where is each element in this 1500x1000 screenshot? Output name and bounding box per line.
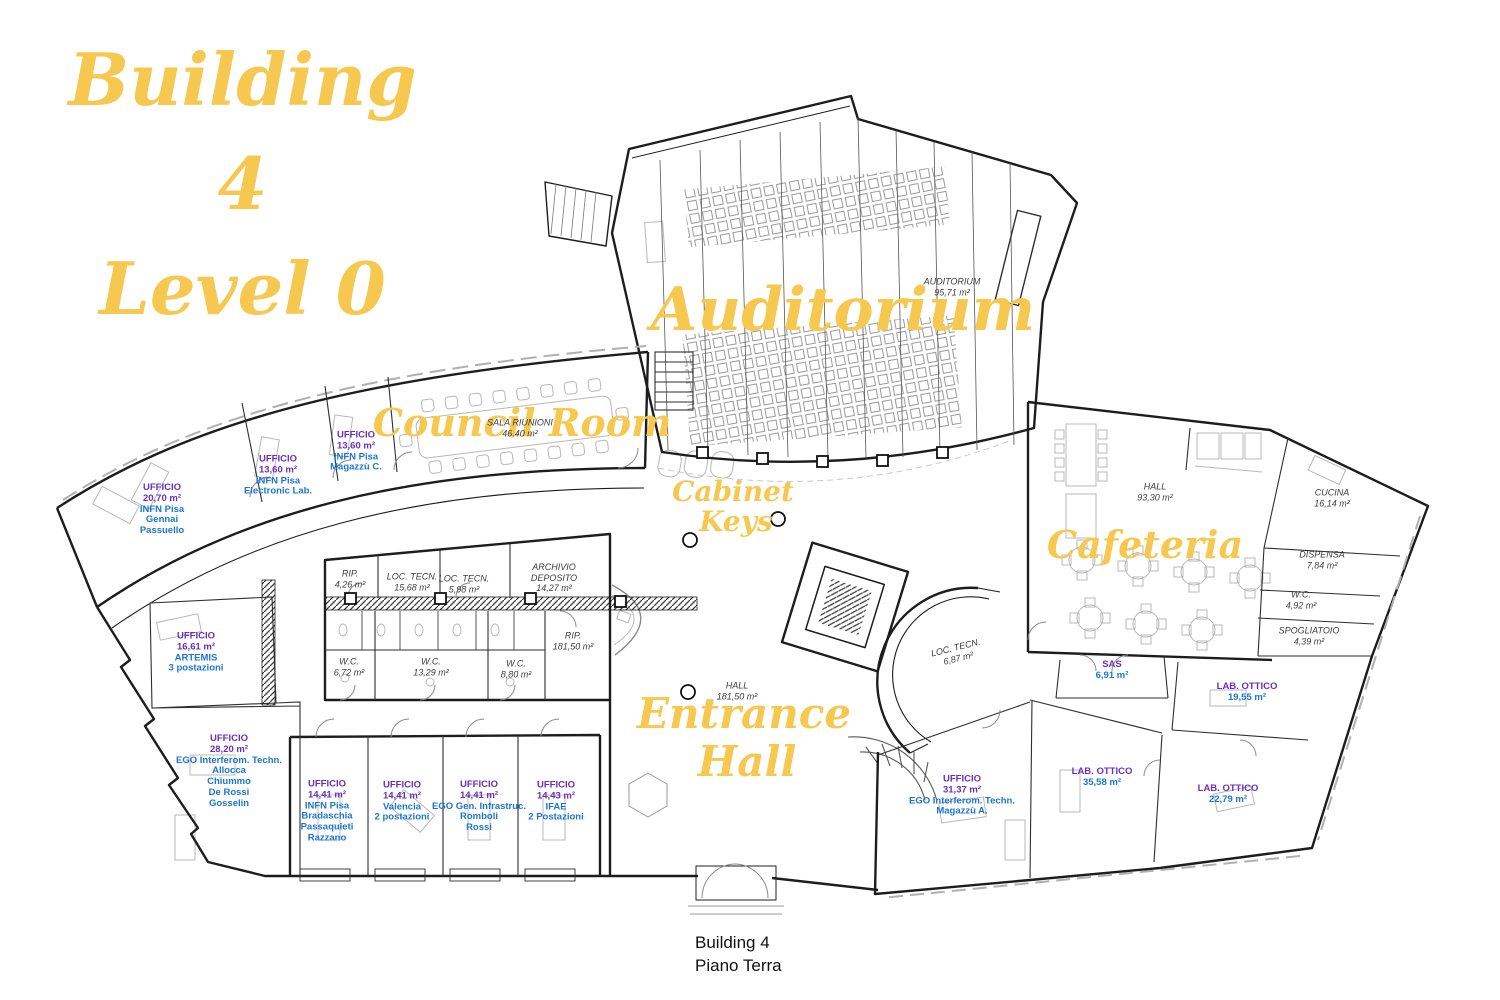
page-title: Building 4 Level 0 — [40, 28, 445, 341]
room-label-loc-tecn-1: LOC. TECN.15,68 m² — [386, 571, 438, 592]
room-label-rip-2: RIP.181,50 m² — [552, 630, 594, 651]
annotation-cabinet-keys-line1: Cabinet — [672, 475, 794, 508]
room-label-loc-tecn-2: LOC. TECN.5,98 m² — [438, 573, 490, 594]
room-label-wc-4: W.C.4,92 m² — [1285, 589, 1317, 610]
annotation-entrance-hall-line2: Hall — [697, 737, 797, 786]
partitions — [149, 117, 1401, 882]
drawing-caption: Building 4 Piano Terra — [695, 932, 782, 978]
furniture — [92, 220, 1347, 861]
room-label-rip-1: RIP.4,26 m² — [334, 568, 366, 589]
annotation-council-room: Council Room — [372, 400, 672, 445]
annotation-cabinet-keys-line2: Keys — [699, 505, 773, 538]
annotation-entrance-hall-line1: Entrance — [636, 689, 852, 738]
annotation-auditorium: Auditorium — [650, 275, 1036, 345]
columns — [344, 446, 949, 700]
room-label-loc-tecn-3: LOC. TECN.6,87 m² — [929, 636, 982, 667]
page-title-line1: Building 4 — [68, 37, 417, 227]
drawing-caption-line2: Piano Terra — [695, 955, 782, 975]
drawing-caption-line1: Building 4 — [695, 933, 770, 952]
annotation-cafeteria: Cafeteria — [1046, 522, 1244, 567]
outer-walls — [55, 94, 1430, 915]
room-label-wc-2: W.C.13,29 m² — [413, 656, 449, 677]
hatched-walls — [261, 579, 698, 706]
room-label-wc-1: W.C.6,72 m² — [333, 656, 365, 677]
room-label-wc-3: W.C.8,80 m² — [500, 658, 532, 679]
auditorium-seating — [682, 166, 962, 447]
page-title-line2: Level 0 — [99, 245, 386, 331]
